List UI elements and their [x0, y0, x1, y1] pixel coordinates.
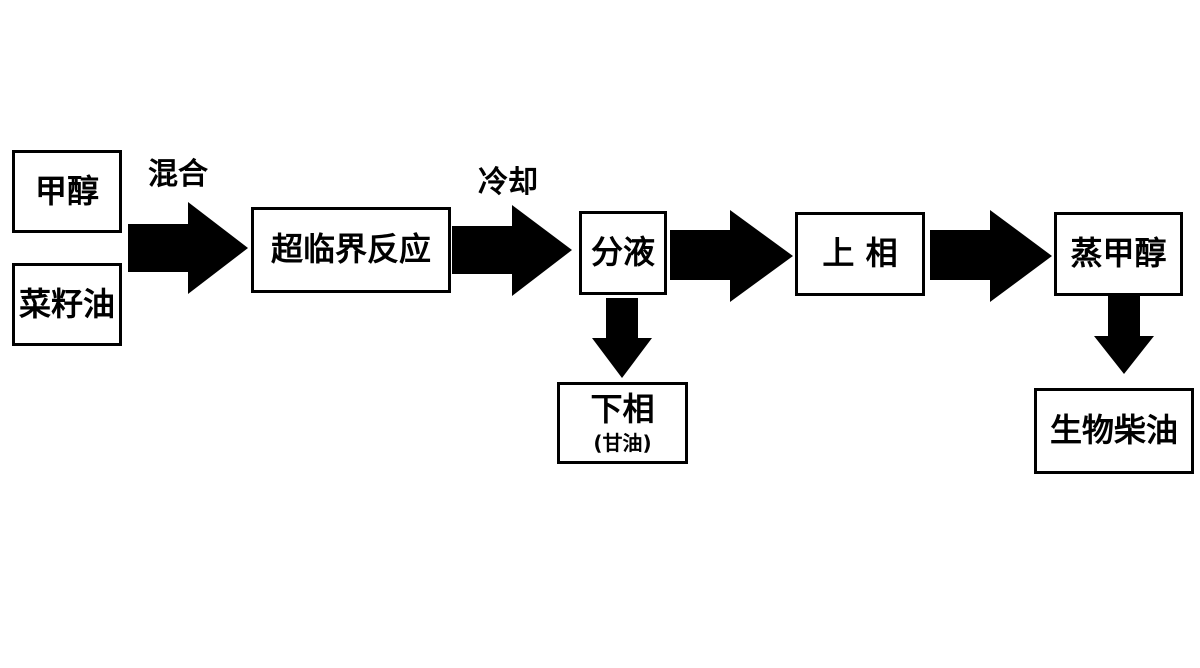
methanol-box: 甲醇	[12, 150, 122, 233]
biodiesel-box: 生物柴油	[1034, 388, 1194, 474]
arrow-to-upper-phase	[670, 210, 793, 302]
evaporate-methanol-label: 蒸甲醇	[1070, 234, 1167, 273]
arrow-cool	[452, 205, 572, 296]
arrow-mix	[128, 202, 248, 294]
mix-label: 混合	[148, 157, 208, 192]
lower-phase-box: 下相 (甘油)	[557, 382, 688, 464]
supercritical-reaction-box: 超临界反应	[251, 207, 451, 293]
arrow-to-lower-phase	[592, 298, 652, 378]
lower-phase-note: (甘油)	[593, 430, 652, 455]
upper-phase-label: 上 相	[822, 234, 898, 273]
cool-label: 冷却	[478, 165, 538, 200]
supercritical-reaction-label: 超临界反应	[270, 230, 431, 269]
methanol-label: 甲醇	[34, 171, 99, 210]
liquid-separation-box: 分液	[579, 211, 667, 295]
rapeseed-oil-label: 菜籽油	[18, 284, 115, 323]
lower-phase-label: 下相	[590, 390, 655, 429]
arrow-to-evaporate-methanol	[930, 210, 1052, 302]
arrow-to-biodiesel	[1094, 296, 1154, 374]
liquid-separation-label: 分液	[590, 233, 655, 272]
biodiesel-label: 生物柴油	[1049, 411, 1178, 450]
upper-phase-box: 上 相	[795, 212, 925, 296]
rapeseed-oil-box: 菜籽油	[12, 263, 122, 346]
evaporate-methanol-box: 蒸甲醇	[1054, 212, 1183, 296]
